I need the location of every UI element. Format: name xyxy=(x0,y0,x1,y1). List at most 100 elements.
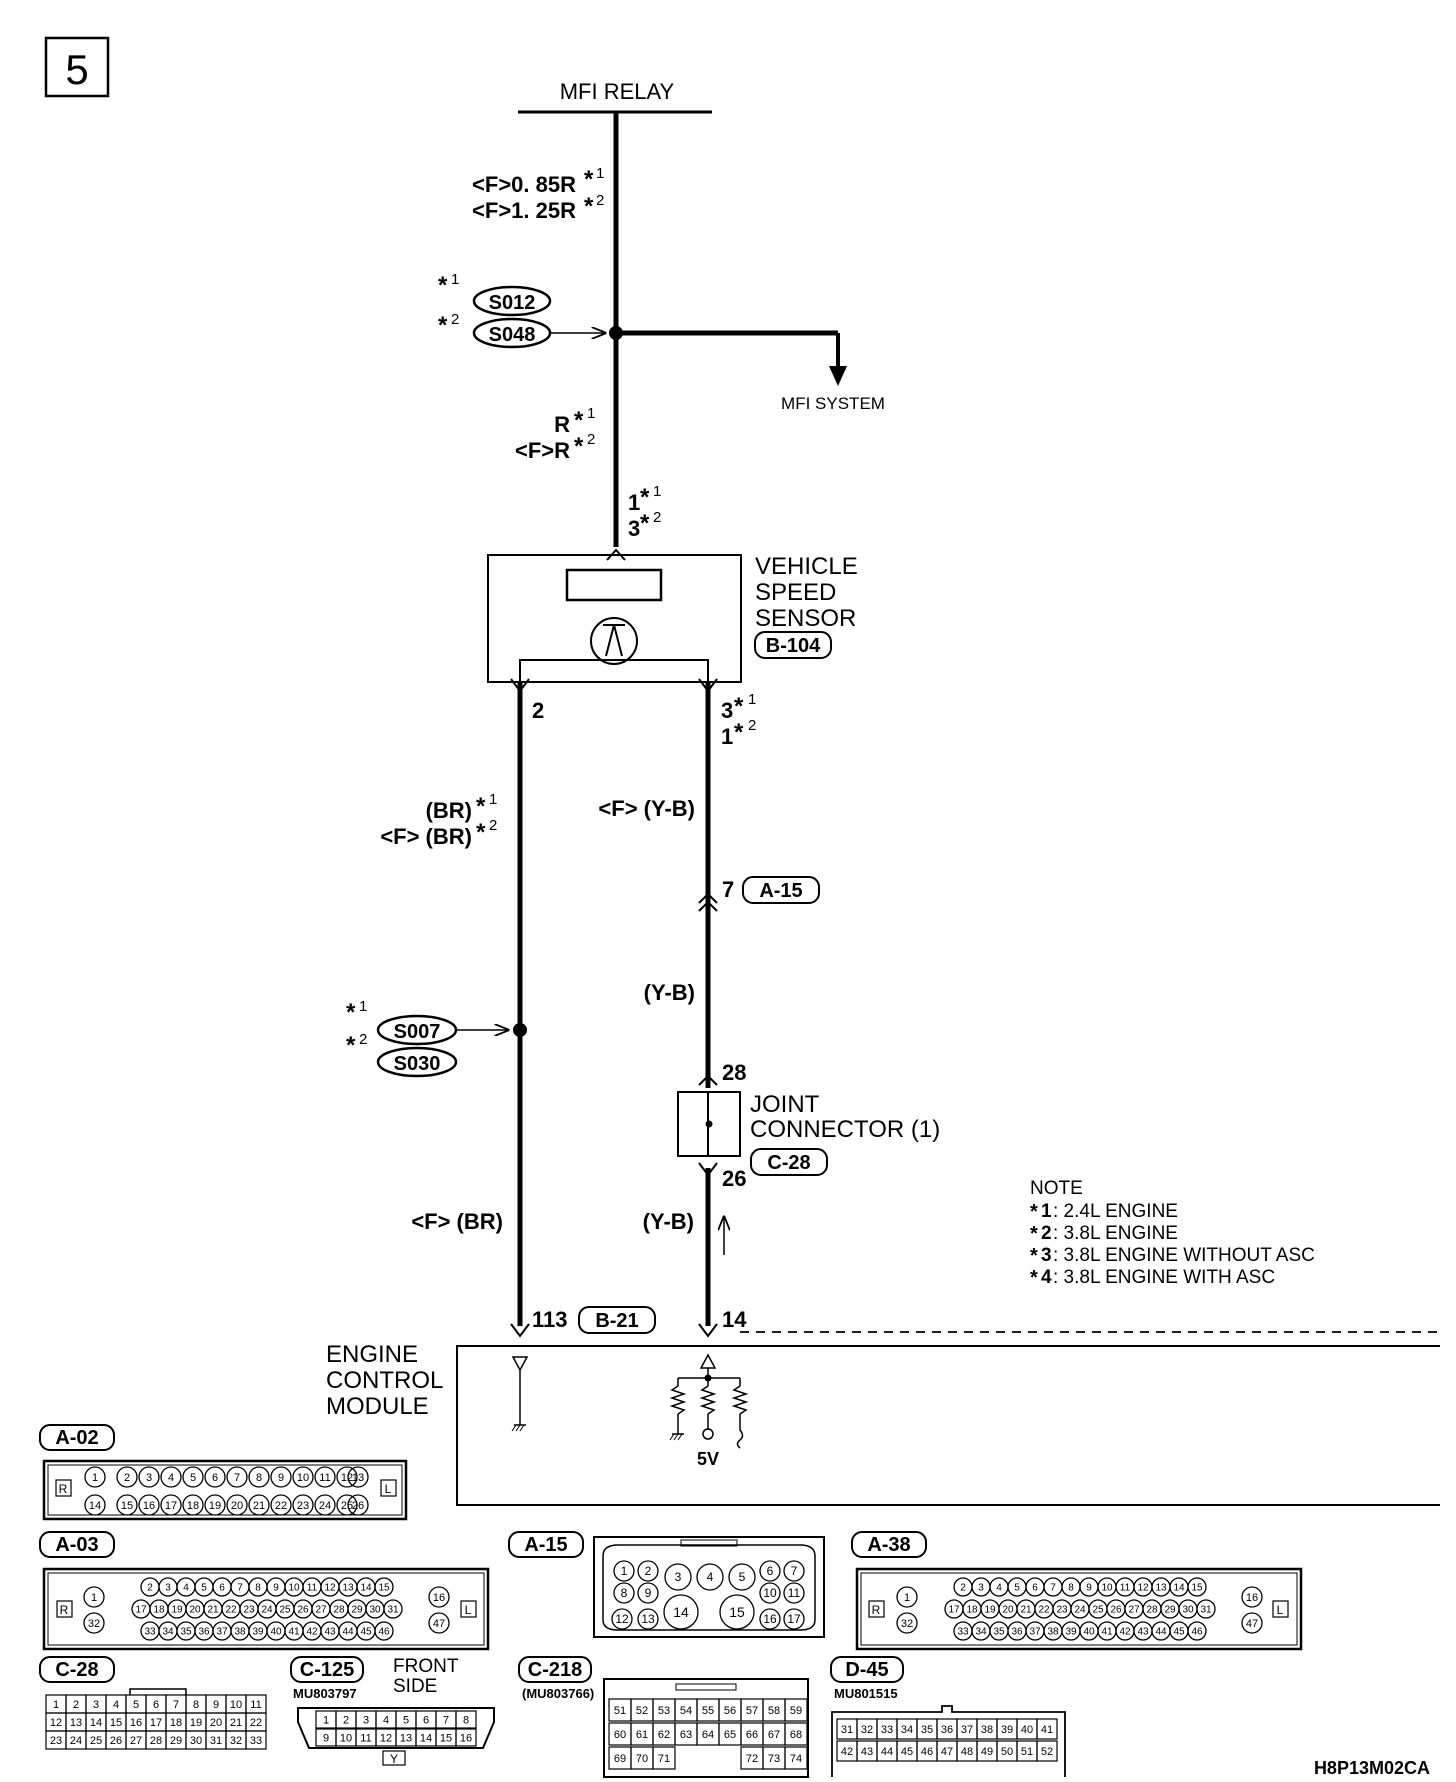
connector-pin: 65 xyxy=(718,1722,742,1746)
connector-pin: 26 xyxy=(105,1730,127,1750)
c125-part-number: MU803797 xyxy=(293,1686,357,1701)
joint-connector xyxy=(677,1091,741,1157)
svg-text:64: 64 xyxy=(702,1729,714,1741)
svg-text:18: 18 xyxy=(966,1605,978,1616)
connector-pin: 16 xyxy=(428,1586,450,1608)
svg-text:9: 9 xyxy=(278,1472,284,1484)
svg-text:38: 38 xyxy=(234,1627,246,1638)
svg-text:35: 35 xyxy=(921,1724,933,1736)
svg-text:20: 20 xyxy=(1002,1605,1014,1616)
svg-text:<F>1. 25R: <F>1. 25R xyxy=(472,198,576,223)
connector-pin: 20 xyxy=(226,1494,248,1516)
svg-text:14: 14 xyxy=(90,1717,102,1729)
connector-pin: 40 xyxy=(1016,1718,1038,1740)
connector-pin: 14 xyxy=(1169,1577,1189,1597)
connector-pin: 28 xyxy=(145,1730,167,1750)
svg-text:15: 15 xyxy=(378,1583,390,1594)
svg-text:37: 37 xyxy=(216,1627,228,1638)
svg-text:31: 31 xyxy=(387,1605,399,1616)
connector-pin: 46 xyxy=(1187,1621,1207,1641)
svg-text:7: 7 xyxy=(1050,1583,1056,1594)
svg-text:*: * xyxy=(734,693,744,720)
svg-text:8: 8 xyxy=(256,1472,262,1484)
connector-pin: 63 xyxy=(674,1722,698,1746)
connector-pin: 66 xyxy=(740,1722,764,1746)
svg-text:21: 21 xyxy=(1020,1605,1032,1616)
svg-text:58: 58 xyxy=(768,1705,780,1717)
svg-text:*: * xyxy=(476,793,486,820)
connector-pin: 11 xyxy=(302,1577,322,1597)
connector-pin: 70 xyxy=(630,1746,654,1770)
svg-text:4: 4 xyxy=(996,1583,1002,1594)
svg-text:12: 12 xyxy=(50,1717,62,1729)
svg-text:44: 44 xyxy=(342,1627,354,1638)
connector-pin: 13 xyxy=(347,1466,369,1488)
svg-text:39: 39 xyxy=(1001,1724,1013,1736)
svg-text:40: 40 xyxy=(1021,1724,1033,1736)
svg-text:4: 4 xyxy=(168,1472,174,1484)
svg-text:5: 5 xyxy=(65,46,88,93)
svg-text:19: 19 xyxy=(209,1500,221,1512)
svg-text:*: * xyxy=(1030,1267,1038,1289)
svg-text:4: 4 xyxy=(183,1583,189,1594)
connector-pin: 69 xyxy=(608,1746,632,1770)
connector-pin: 23 xyxy=(45,1730,67,1750)
svg-text:14: 14 xyxy=(89,1500,101,1512)
connector-pin: 9 xyxy=(205,1694,227,1714)
svg-text:2: 2 xyxy=(960,1583,966,1594)
svg-text:15: 15 xyxy=(440,1732,452,1744)
svg-text:2: 2 xyxy=(645,1564,652,1578)
svg-text:17: 17 xyxy=(135,1605,147,1616)
c125-front-label: FRONT xyxy=(393,1656,459,1677)
svg-text:36: 36 xyxy=(198,1627,210,1638)
connector-pin: 44 xyxy=(876,1740,898,1762)
svg-text:66: 66 xyxy=(746,1729,758,1741)
connector-pin: 6 xyxy=(145,1694,167,1714)
connector-pin: 21 xyxy=(203,1599,223,1619)
svg-text:17: 17 xyxy=(948,1605,960,1616)
connector-pin: 32 xyxy=(856,1718,878,1740)
svg-text:*: * xyxy=(574,433,584,460)
connector-pin: 31 xyxy=(836,1718,858,1740)
connector-pin: 8 xyxy=(613,1582,635,1604)
connector-tag-a38: A-38 xyxy=(851,1531,927,1558)
wire-label-r: R * 1 <F>R * 2 xyxy=(515,405,595,463)
svg-text:16: 16 xyxy=(763,1612,777,1626)
svg-text:38: 38 xyxy=(981,1724,993,1736)
splice-s012: * 1 S012 xyxy=(438,271,552,317)
svg-text:46: 46 xyxy=(378,1627,390,1638)
svg-text:7: 7 xyxy=(234,1472,240,1484)
connector-pin: 2 xyxy=(953,1577,973,1597)
svg-text:1: 1 xyxy=(323,1714,329,1726)
connector-pin: 16 xyxy=(759,1608,781,1630)
svg-text:11: 11 xyxy=(788,1586,801,1600)
svg-text:10: 10 xyxy=(340,1732,352,1744)
svg-text:51: 51 xyxy=(614,1705,626,1717)
wire-label-yb-1: <F> (Y-B) xyxy=(598,796,695,821)
svg-text:10: 10 xyxy=(230,1699,242,1711)
svg-text:*: * xyxy=(640,510,650,537)
connector-pin: 17 xyxy=(944,1599,964,1619)
connector-pin: 21 xyxy=(1016,1599,1036,1619)
connector-pin: 23 xyxy=(239,1599,259,1619)
connector-pin: 73 xyxy=(762,1746,786,1770)
connector-pin: 51 xyxy=(1016,1740,1038,1762)
svg-text:5: 5 xyxy=(201,1583,207,1594)
svg-text:21: 21 xyxy=(207,1605,219,1616)
svg-text:8: 8 xyxy=(255,1583,261,1594)
svg-text:2: 2 xyxy=(489,817,497,834)
svg-text:3: 3 xyxy=(675,1570,682,1584)
connector-pin: 14 xyxy=(415,1728,437,1747)
svg-text:2: 2 xyxy=(359,1031,367,1048)
svg-text:10: 10 xyxy=(297,1472,309,1484)
svg-text:1: 1 xyxy=(359,998,367,1015)
svg-text:23: 23 xyxy=(297,1500,309,1512)
svg-text:11: 11 xyxy=(319,1472,330,1484)
c218-part-number: (MU803766) xyxy=(522,1686,594,1701)
connector-tag-a15-bottom: A-15 xyxy=(508,1531,584,1558)
svg-text:R: R xyxy=(554,412,570,437)
connector-pin: 24 xyxy=(1070,1599,1090,1619)
